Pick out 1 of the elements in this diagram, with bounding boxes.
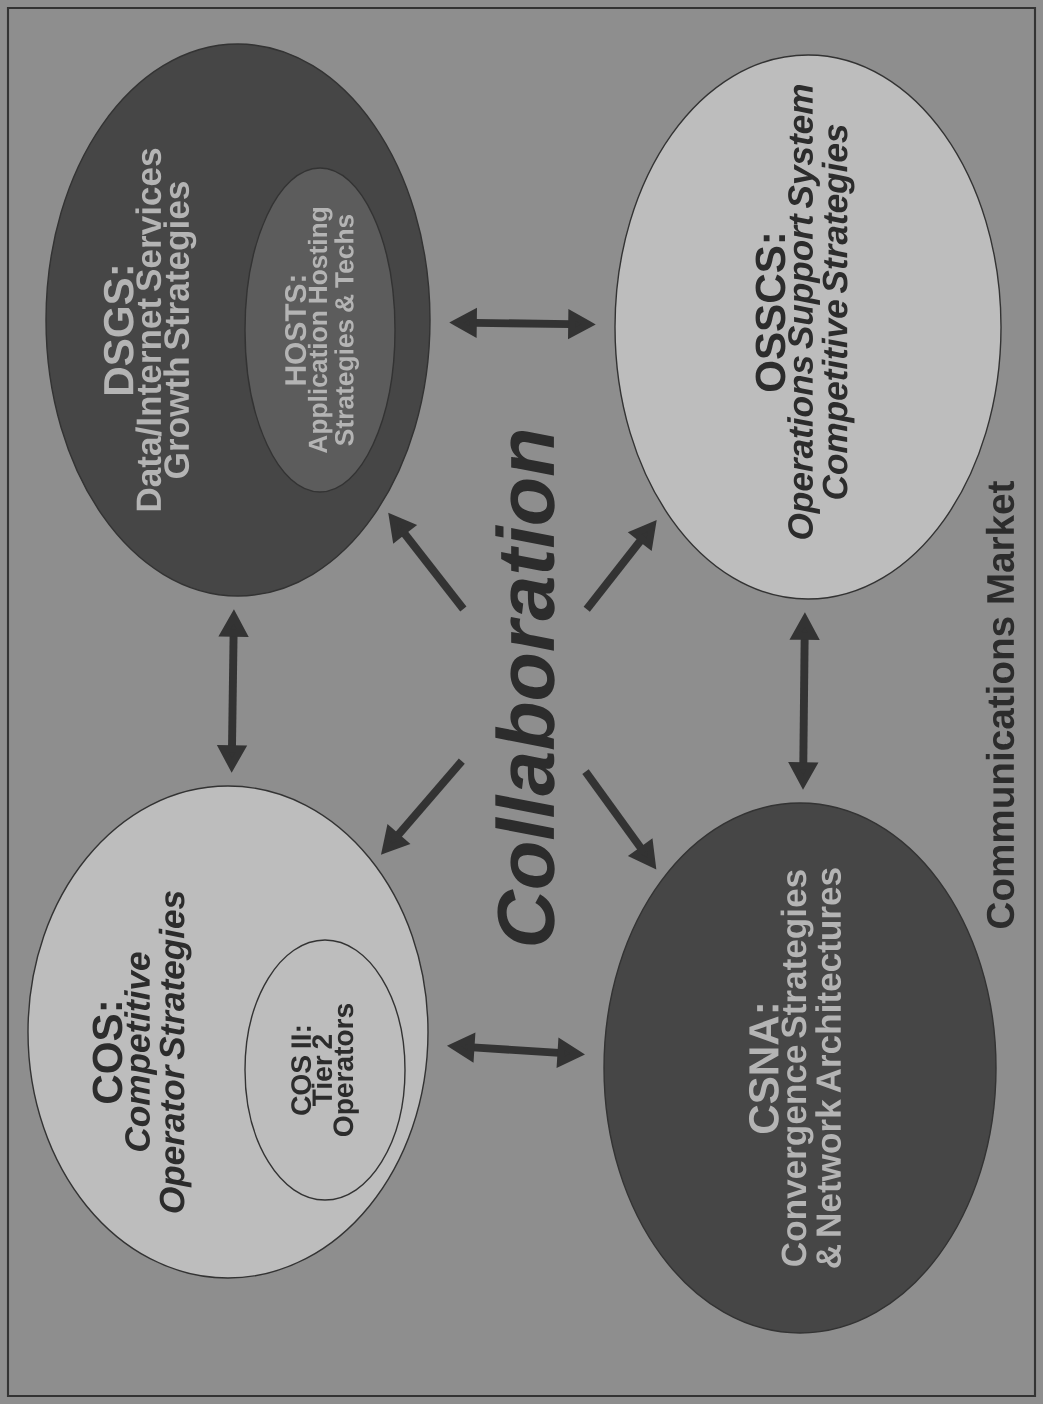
- title-text: Collaboration: [495, 430, 555, 945]
